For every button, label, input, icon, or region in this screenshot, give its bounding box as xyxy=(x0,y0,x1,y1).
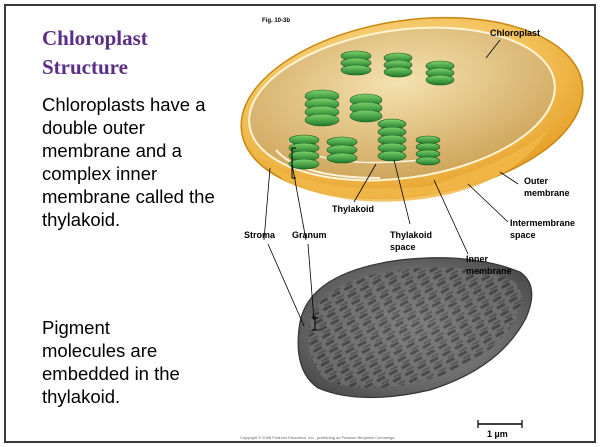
label-inner-membrane-2: membrane xyxy=(466,266,512,276)
leader-intermembrane xyxy=(468,184,508,222)
micrograph xyxy=(298,258,532,398)
label-inner-membrane-1: Inner xyxy=(466,254,489,264)
granum-stack xyxy=(384,53,412,77)
label-intermembrane-1: Intermembrane xyxy=(510,218,575,228)
label-outer-membrane-2: membrane xyxy=(524,188,570,198)
granum-stack xyxy=(327,137,357,163)
copyright-notice: Copyright © 2008 Pearson Education, Inc.… xyxy=(240,435,395,440)
scale-bar-label: 1 µm xyxy=(487,429,508,439)
label-thylakoid-space-1: Thylakoid xyxy=(390,230,432,240)
granum-stack-cut xyxy=(378,119,406,161)
leader-stroma-bottom xyxy=(268,244,304,326)
label-intermembrane-2: space xyxy=(510,230,536,240)
label-chloroplast: Chloroplast xyxy=(490,28,540,38)
label-stroma: Stroma xyxy=(244,230,276,240)
granum-stack xyxy=(350,94,382,122)
granum-stack xyxy=(305,90,339,126)
leader-outer-membrane xyxy=(500,172,518,184)
label-granum: Granum xyxy=(292,230,327,240)
label-thylakoid: Thylakoid xyxy=(332,204,374,214)
granum-stack xyxy=(426,61,454,85)
label-thylakoid-space-2: space xyxy=(390,242,416,252)
scale-bar: 1 µm xyxy=(478,420,522,439)
label-outer-membrane-1: Outer xyxy=(524,176,549,186)
figure-tag: Fig. 10-3b xyxy=(262,18,290,24)
granum-stack xyxy=(341,51,371,75)
